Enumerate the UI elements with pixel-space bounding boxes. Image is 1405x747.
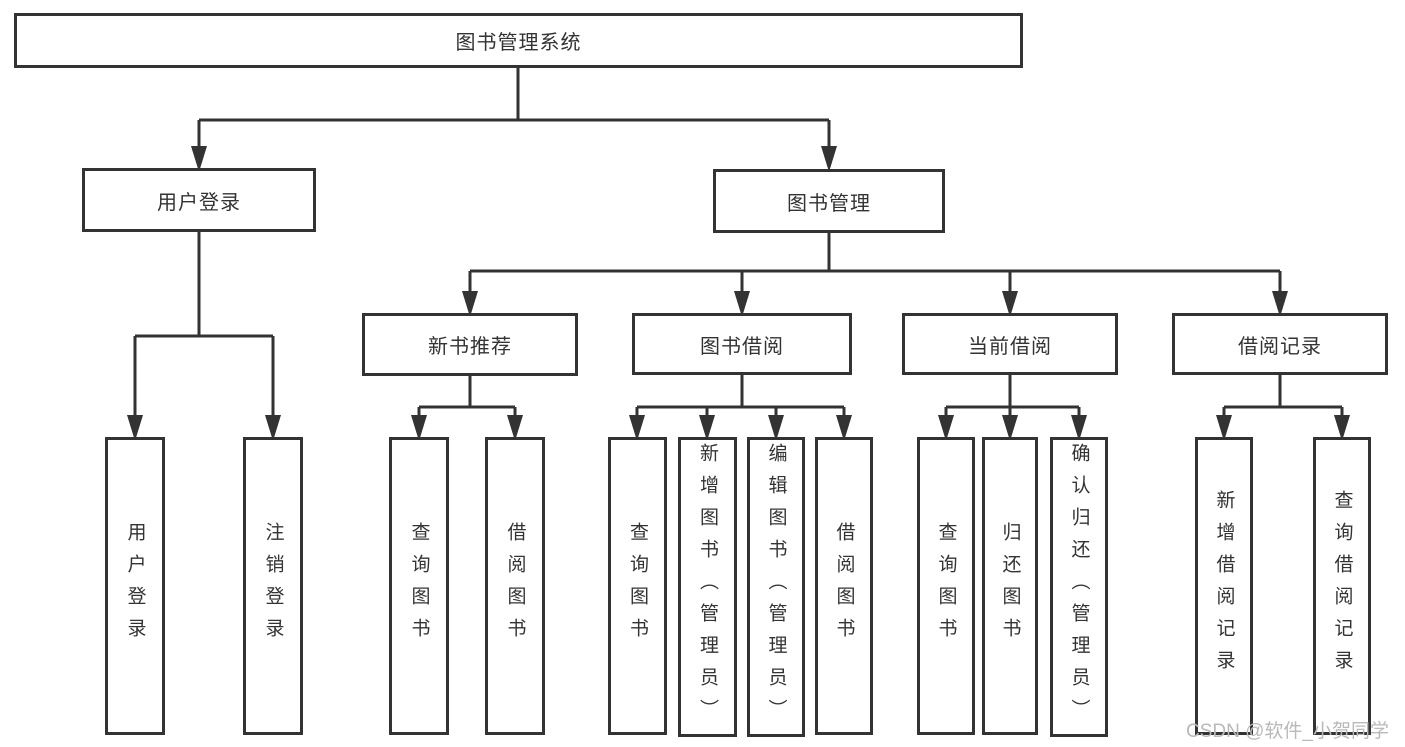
tree-edges xyxy=(133,68,1344,418)
node-return-book: 归还图书 xyxy=(982,437,1038,735)
node-label: 用户登录 xyxy=(124,522,146,650)
node-add-borrow-record: 新增借阅记录 xyxy=(1195,437,1253,735)
node-new-book-recommend: 新书推荐 xyxy=(362,313,578,376)
node-query-book-2: 查询图书 xyxy=(608,437,667,735)
node-query-borrow-record: 查询借阅记录 xyxy=(1313,437,1371,735)
node-label: 图书借阅 xyxy=(700,335,784,358)
node-label: 查询图书 xyxy=(627,522,648,650)
node-library-system: 图书管理系统 xyxy=(14,13,1023,68)
arrow-down-icon xyxy=(1334,415,1350,441)
arrow-down-icon xyxy=(507,415,523,441)
node-query-book-1: 查询图书 xyxy=(389,437,449,735)
node-label: 图书管理系统 xyxy=(455,32,582,54)
node-label: 归还图书 xyxy=(999,522,1021,650)
node-label: 用户登录 xyxy=(157,191,241,214)
node-borrow-book-2: 借阅图书 xyxy=(815,437,873,735)
arrow-down-icon xyxy=(1002,291,1018,317)
arrow-down-icon xyxy=(191,146,207,172)
node-label: 新增图书（管理员） xyxy=(697,443,718,731)
node-edit-book-admin: 编辑图书（管理员） xyxy=(747,437,805,737)
arrow-down-icon xyxy=(734,291,750,317)
node-book-management: 图书管理 xyxy=(713,169,945,233)
node-label: 确认归还（管理员） xyxy=(1068,443,1090,731)
arrow-down-icon xyxy=(821,146,837,172)
arrowheads xyxy=(127,146,1350,441)
node-label: 新增借阅记录 xyxy=(1213,490,1235,682)
node-borrow-records: 借阅记录 xyxy=(1172,313,1388,375)
arrow-down-icon xyxy=(127,415,143,441)
arrow-down-icon xyxy=(629,415,645,441)
node-label: 借阅图书 xyxy=(504,522,526,650)
arrow-down-icon xyxy=(411,415,427,441)
node-label: 编辑图书（管理员） xyxy=(765,443,787,731)
node-label: 当前借阅 xyxy=(968,335,1052,358)
node-label: 查询借阅记录 xyxy=(1331,490,1353,682)
arrow-down-icon xyxy=(462,291,478,317)
arrow-down-icon xyxy=(1071,415,1087,441)
node-label: 借阅记录 xyxy=(1238,335,1322,358)
node-label: 查询图书 xyxy=(408,522,430,650)
arrow-down-icon xyxy=(699,415,715,441)
csdn-watermark: CSDN @软件_小贺同学 xyxy=(1186,721,1389,742)
arrow-down-icon xyxy=(938,415,954,441)
node-current-borrow: 当前借阅 xyxy=(902,313,1118,375)
node-label: 新书推荐 xyxy=(428,336,512,358)
arrow-down-icon xyxy=(768,415,784,441)
arrow-down-icon xyxy=(1216,415,1232,441)
node-label: 注销登录 xyxy=(262,522,284,650)
node-borrow-book-1: 借阅图书 xyxy=(485,437,545,735)
node-book-borrow: 图书借阅 xyxy=(632,313,852,375)
node-label: 查询图书 xyxy=(935,522,957,650)
node-confirm-return-admin: 确认归还（管理员） xyxy=(1050,437,1108,737)
node-label: 借阅图书 xyxy=(833,522,855,650)
node-label: 图书管理 xyxy=(787,192,871,215)
node-user-login-group: 用户登录 xyxy=(82,168,316,232)
arrow-down-icon xyxy=(1272,291,1288,317)
arrow-down-icon xyxy=(836,415,852,441)
node-query-book-3: 查询图书 xyxy=(917,437,975,735)
node-user-login: 用户登录 xyxy=(105,437,165,735)
arrow-down-icon xyxy=(265,415,281,441)
arrow-down-icon xyxy=(1002,415,1018,441)
node-logout-login: 注销登录 xyxy=(243,437,303,735)
node-add-book-admin: 新增图书（管理员） xyxy=(678,437,737,737)
